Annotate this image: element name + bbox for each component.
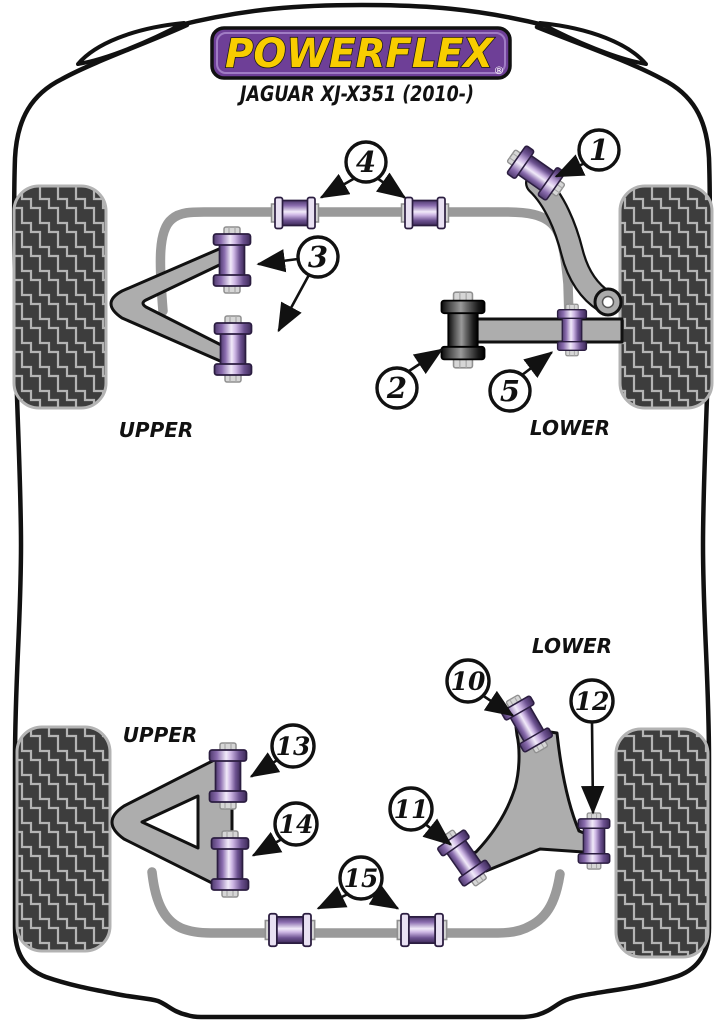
label-front-lower: LOWER <box>530 416 610 440</box>
callout-13: 13 <box>249 723 316 778</box>
bushing-15-right <box>396 912 448 948</box>
svg-text:5: 5 <box>500 374 520 408</box>
powerflex-logo: POWERFLEX ® <box>210 26 512 80</box>
bushing-15-left <box>264 912 316 948</box>
callout-15: 15 <box>316 855 400 910</box>
caster-arm-eye-hole <box>601 295 615 309</box>
bushing-4-right <box>400 196 450 230</box>
svg-text:2: 2 <box>386 371 407 405</box>
rear-lower-arm <box>459 725 603 873</box>
vehicle-model-title: JAGUAR XJ-X351 (2010-) <box>237 82 474 106</box>
svg-text:13: 13 <box>276 732 311 761</box>
tire-front-right <box>618 184 714 410</box>
bushing-2 <box>440 291 486 369</box>
logo-inner-border <box>216 32 506 74</box>
bushing-14 <box>210 830 250 898</box>
svg-text:3: 3 <box>308 240 328 274</box>
mirror-right <box>538 21 648 66</box>
logo-registered-mark: ® <box>494 64 505 77</box>
bushing-13 <box>208 742 248 810</box>
label-front-upper: UPPER <box>119 418 194 442</box>
logo-background <box>210 26 512 80</box>
tire-rear-left <box>15 725 112 953</box>
mirror-left <box>76 21 186 66</box>
tire-front-left <box>12 184 108 410</box>
label-rear-upper: UPPER <box>123 723 198 747</box>
svg-text:4: 4 <box>356 145 376 179</box>
bushing-3-upper <box>212 226 252 294</box>
front-upper-wishbone <box>109 244 235 366</box>
rear-anti-roll-bar <box>147 867 565 938</box>
callout-10: 10 <box>445 658 515 717</box>
bushing-12 <box>577 812 611 870</box>
callout-12: 12 <box>569 678 615 815</box>
logo-brand-text: POWERFLEX <box>225 31 495 77</box>
tire-rear-right <box>614 727 710 959</box>
svg-text:14: 14 <box>279 810 314 839</box>
bushing-3-lower <box>213 315 253 383</box>
svg-text:15: 15 <box>344 864 379 893</box>
callout-5: 5 <box>488 351 554 413</box>
callout-14: 14 <box>251 801 319 857</box>
rear-upper-wishbone <box>110 750 234 895</box>
label-rear-lower: LOWER <box>532 634 612 658</box>
callout-1: 1 <box>554 128 621 178</box>
callouts: 1 2 3 4 5 10 <box>249 128 621 910</box>
callout-3: 3 <box>256 235 340 333</box>
rear-suspension <box>110 689 611 948</box>
tires <box>12 184 714 959</box>
bushing-4-left <box>270 196 320 230</box>
callout-11: 11 <box>388 786 453 846</box>
svg-text:11: 11 <box>394 795 429 824</box>
front-suspension <box>109 140 624 383</box>
callout-4: 4 <box>319 140 407 199</box>
roof-line <box>173 2 551 29</box>
svg-text:1: 1 <box>589 133 609 167</box>
front-caster-arm <box>525 171 623 317</box>
bushing-5 <box>556 303 588 357</box>
svg-text:10: 10 <box>451 667 486 696</box>
callout-2: 2 <box>375 348 444 410</box>
svg-text:12: 12 <box>575 687 610 716</box>
